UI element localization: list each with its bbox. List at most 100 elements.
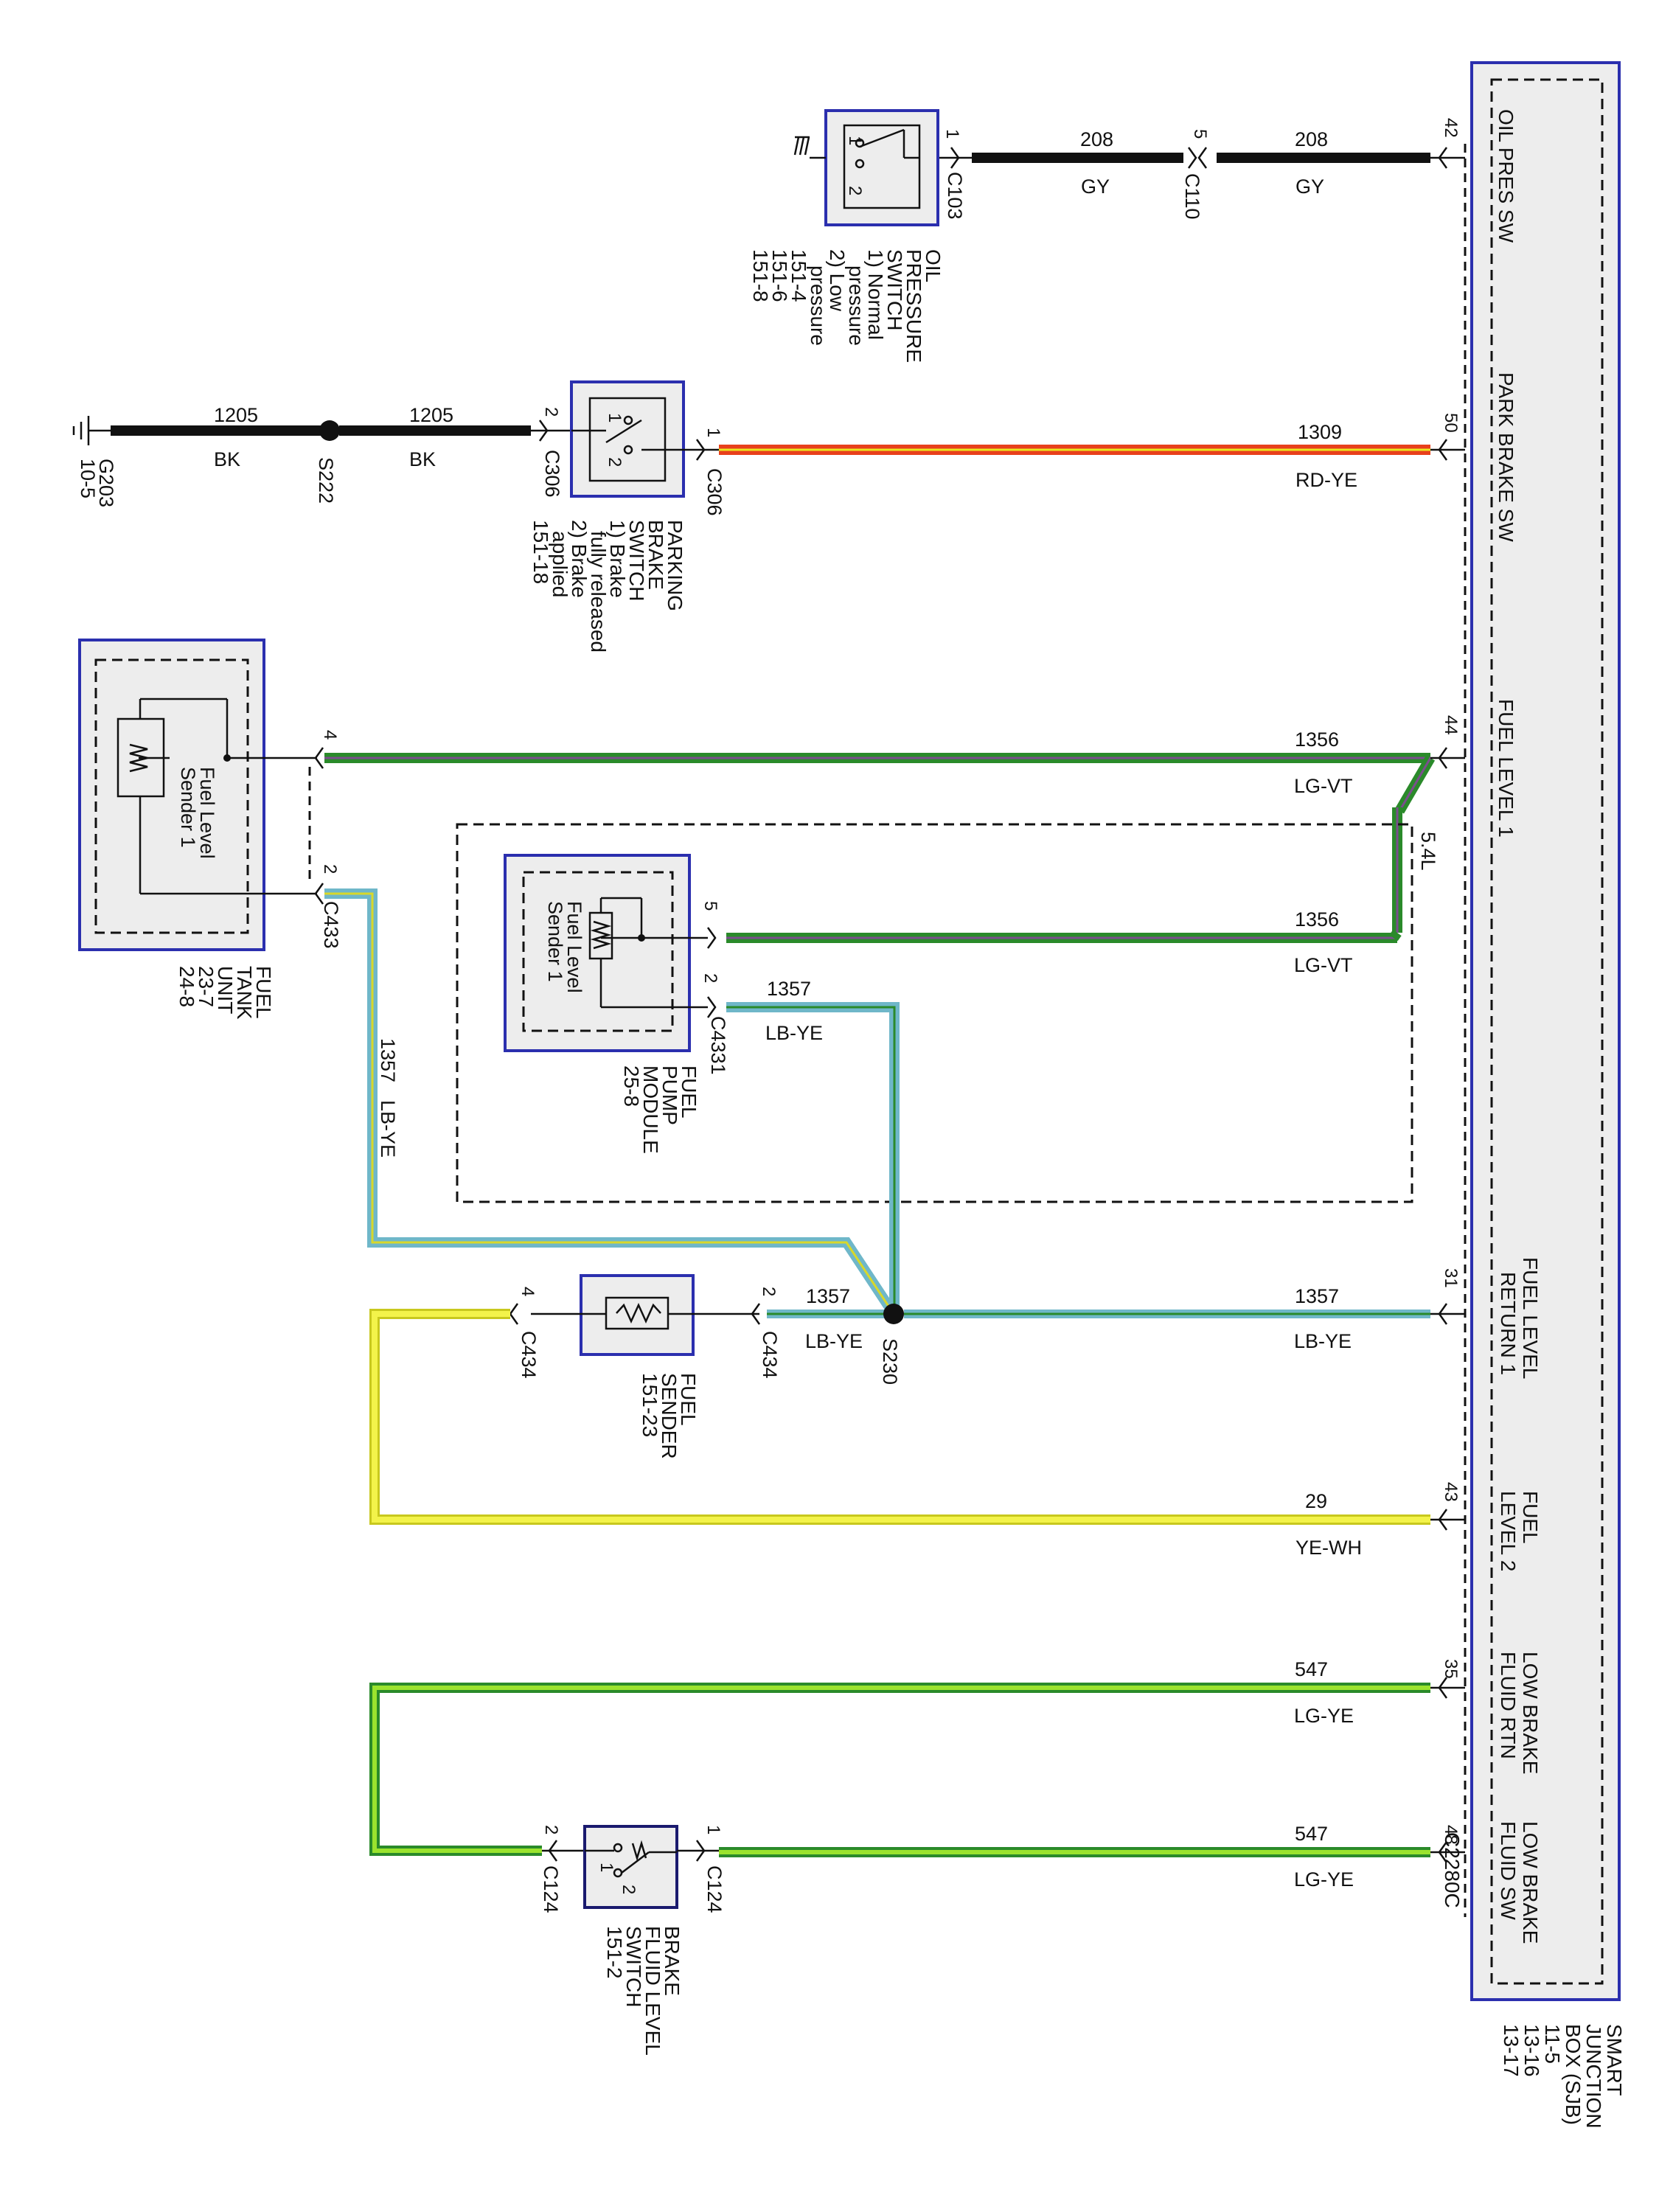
tank-label-0: FUEL	[252, 966, 275, 1019]
oil-switch-label-8: 151-6	[768, 249, 791, 302]
sjb-pin-50: 50	[1441, 413, 1461, 433]
sjb-pin-name-5a: LOW BRAKE	[1519, 1652, 1542, 1774]
wire-park-color: RD-YE	[1295, 469, 1357, 491]
sjb-label-2: BOX (SJB)	[1562, 2024, 1585, 2125]
parking-brake-circuit: 1205 BK 1205 BK S222 G203 10-5 1 2 2 C30…	[72, 380, 1465, 653]
brake-label-0: BRAKE	[661, 1926, 684, 1996]
oil-switch-label-2: SWITCH	[883, 249, 906, 330]
park-right-connector: C306	[703, 468, 726, 516]
tank-inner-label-0: Fuel Level	[196, 767, 218, 859]
oil-switch-label-0: OIL	[922, 249, 945, 282]
c103-pin: 1	[942, 129, 962, 139]
splice-s222-label: S222	[315, 457, 337, 504]
sjb-pin-name-4a: FUEL	[1519, 1491, 1542, 1544]
pump-inner-label-1: Sender 1	[544, 901, 566, 982]
tank-pin-bottom: 2	[320, 864, 340, 874]
sjb-pin-42: 42	[1441, 118, 1461, 138]
park-label-4: fully released	[587, 531, 610, 653]
splice-s230	[883, 1304, 904, 1324]
sjb-pin-name-5b: FLUID RTN	[1497, 1652, 1520, 1759]
sjb-pin-name-4b: LEVEL 2	[1497, 1491, 1520, 1571]
c103-connector: C103	[944, 172, 966, 220]
oil-switch-label-1: PRESSURE	[902, 249, 925, 363]
park-right-pin: 1	[703, 428, 723, 437]
sender-connector-right: C434	[759, 1331, 781, 1379]
wire-brake-rtn-color: LG-YE	[1294, 1705, 1354, 1727]
variant-label: 5.4L	[1417, 832, 1439, 871]
wire-ret-tank-color: LB-YE	[377, 1100, 399, 1158]
fuel-pump-module-box	[504, 854, 691, 1052]
brake-pin-right: 1	[703, 1825, 723, 1834]
park-switch-inner-2: 2	[605, 457, 625, 467]
wire-fl1-top-color: LG-VT	[1294, 775, 1353, 797]
sender-label-1: SENDER	[658, 1373, 681, 1459]
wire-park-circuit: 1309	[1298, 421, 1342, 443]
pump-pin-top: 5	[700, 901, 720, 911]
tank-label-2: UNIT	[214, 966, 237, 1014]
wire-fl1-top-circuit: 1356	[1295, 728, 1339, 751]
brake-switch-inner-1: 1	[597, 1863, 616, 1872]
ground-label-1: 10-5	[77, 459, 99, 498]
sjb-label-3: 11-5	[1541, 2024, 1564, 2064]
brake-label-2: SWITCH	[622, 1926, 645, 2007]
sjb-pin-name-6b: FLUID SW	[1497, 1821, 1520, 1920]
brake-label-3: 151-2	[603, 1926, 626, 1979]
wire-ret-pump-color: LB-YE	[765, 1022, 823, 1044]
wire-ret-sender-circuit: 1357	[806, 1285, 850, 1307]
park-left-connector: C306	[541, 450, 563, 498]
sjb-pin-name-3b: RETURN 1	[1497, 1272, 1520, 1375]
sjb-label-1: JUNCTION	[1582, 2024, 1605, 2129]
oil-switch-label-3: 1) Normal	[864, 249, 887, 340]
pump-label-0: FUEL	[678, 1065, 700, 1119]
variant-5.4l-region	[456, 823, 1413, 1203]
wire-ret-sender-color: LB-YE	[805, 1330, 863, 1352]
wire-brake-rtn-circuit: 547	[1295, 1658, 1328, 1680]
sender-label-0: FUEL	[677, 1373, 700, 1426]
sjb-pin-name-0: OIL PRES SW	[1495, 109, 1517, 243]
tank-inner-label-1: Sender 1	[177, 767, 199, 848]
sjb-pin-name-2: FUEL LEVEL 1	[1495, 699, 1517, 838]
brake-fluid-circuit: 547 LG-YE 1 2 2 C124 1 C124 547 LG-YE BR…	[369, 1658, 1465, 2056]
brake-switch-inner-2: 2	[619, 1885, 639, 1894]
sjb-pin-35: 35	[1441, 1659, 1461, 1679]
pump-pin-bottom: 2	[700, 973, 720, 983]
wire-gnd-a-circuit: 1205	[214, 404, 258, 426]
wire-fl2-color: YE-WH	[1295, 1537, 1362, 1559]
fuel-level-1-wire: 1356 LG-VT	[324, 728, 1465, 933]
ground-icon	[72, 416, 90, 445]
sjb-label-4: 13-16	[1520, 2024, 1543, 2077]
splice-s222	[319, 420, 340, 441]
oil-switch-label-5: 2) Low	[826, 249, 849, 312]
wire-547-lg-ye-rtn	[369, 1683, 1430, 1856]
fuel-tank-unit-box	[78, 639, 265, 951]
park-label-0: PARKING	[664, 520, 686, 611]
case-ground-icon	[793, 136, 810, 156]
sjb-pin-43: 43	[1441, 1482, 1461, 1502]
wire-ret-pump-circuit: 1357	[767, 978, 811, 1000]
sjb-inner-dashed	[1490, 78, 1604, 1985]
wire-oil-b-color: GY	[1295, 175, 1324, 198]
wire-brake-sw-color: LG-YE	[1294, 1868, 1354, 1891]
fuel-sender-box	[580, 1274, 695, 1356]
sender-pin-right: 2	[759, 1287, 779, 1296]
brake-connector-left: C124	[540, 1865, 562, 1913]
wire-ret-sjb-color: LB-YE	[1294, 1330, 1352, 1352]
pump-label-3: 25-8	[620, 1065, 643, 1107]
oil-switch-label-9: 151-8	[749, 249, 772, 302]
wire-fl2-circuit: 29	[1305, 1490, 1327, 1512]
brake-pin-left: 2	[541, 1825, 561, 1834]
sjb-pin-44: 44	[1441, 715, 1461, 735]
brake-label-1: FLUID LEVEL	[641, 1926, 664, 2056]
wire-oil-a-circuit: 208	[1080, 128, 1113, 150]
pump-label-2: MODULE	[639, 1065, 662, 1154]
tank-connector: C433	[320, 901, 342, 949]
ground-label-0: G203	[95, 459, 117, 507]
brake-connector-right: C124	[703, 1865, 726, 1913]
tank-label-1: TANK	[233, 966, 256, 1020]
sender-pin-left: 4	[518, 1287, 538, 1296]
wire-oil-b-circuit: 208	[1295, 128, 1328, 150]
tank-label-3: 23-7	[195, 966, 218, 1007]
sjb-frame	[1470, 61, 1621, 2001]
pump-label-1: PUMP	[658, 1065, 681, 1125]
sjb-label-5: 13-17	[1500, 2024, 1523, 2077]
